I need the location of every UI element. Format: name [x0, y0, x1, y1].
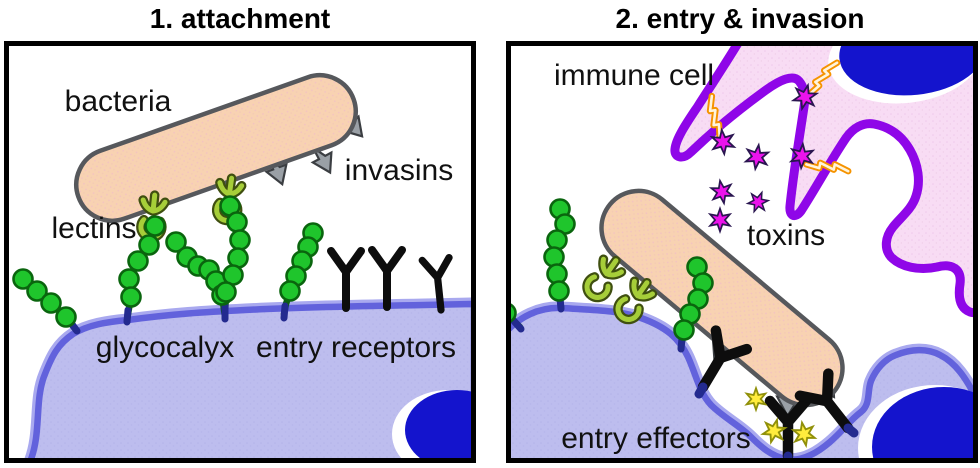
lectin — [582, 254, 624, 301]
panel2-title: 2. entry & invasion — [615, 3, 865, 34]
panel1-border — [4, 41, 476, 463]
entry-receptor — [331, 251, 361, 308]
panel2-border — [506, 41, 978, 463]
entry-receptors-2 — [688, 331, 863, 458]
toxin-star — [709, 178, 735, 206]
panel-entry-invasion — [511, 46, 973, 458]
host-cell-2 — [511, 301, 973, 458]
toxin-star — [744, 142, 770, 172]
entry-receptor — [372, 250, 402, 307]
toxin-star — [745, 188, 771, 216]
immune-nucleus — [839, 46, 973, 96]
host-cell-membrane — [511, 304, 973, 458]
receptor-anchors — [694, 382, 859, 458]
panel-attachment — [12, 73, 471, 458]
host-nucleus — [405, 390, 471, 458]
entry-effector-star — [791, 420, 817, 448]
host-cell — [24, 297, 471, 458]
panel1-title: 1. attachment — [149, 3, 331, 34]
toxin-star — [709, 207, 731, 233]
host-nucleus — [872, 387, 973, 458]
immune-cell — [670, 46, 973, 318]
entry-effector-star — [745, 387, 767, 411]
immune-cell-membrane — [670, 46, 973, 318]
bacterium-capsule-2 — [599, 188, 845, 408]
